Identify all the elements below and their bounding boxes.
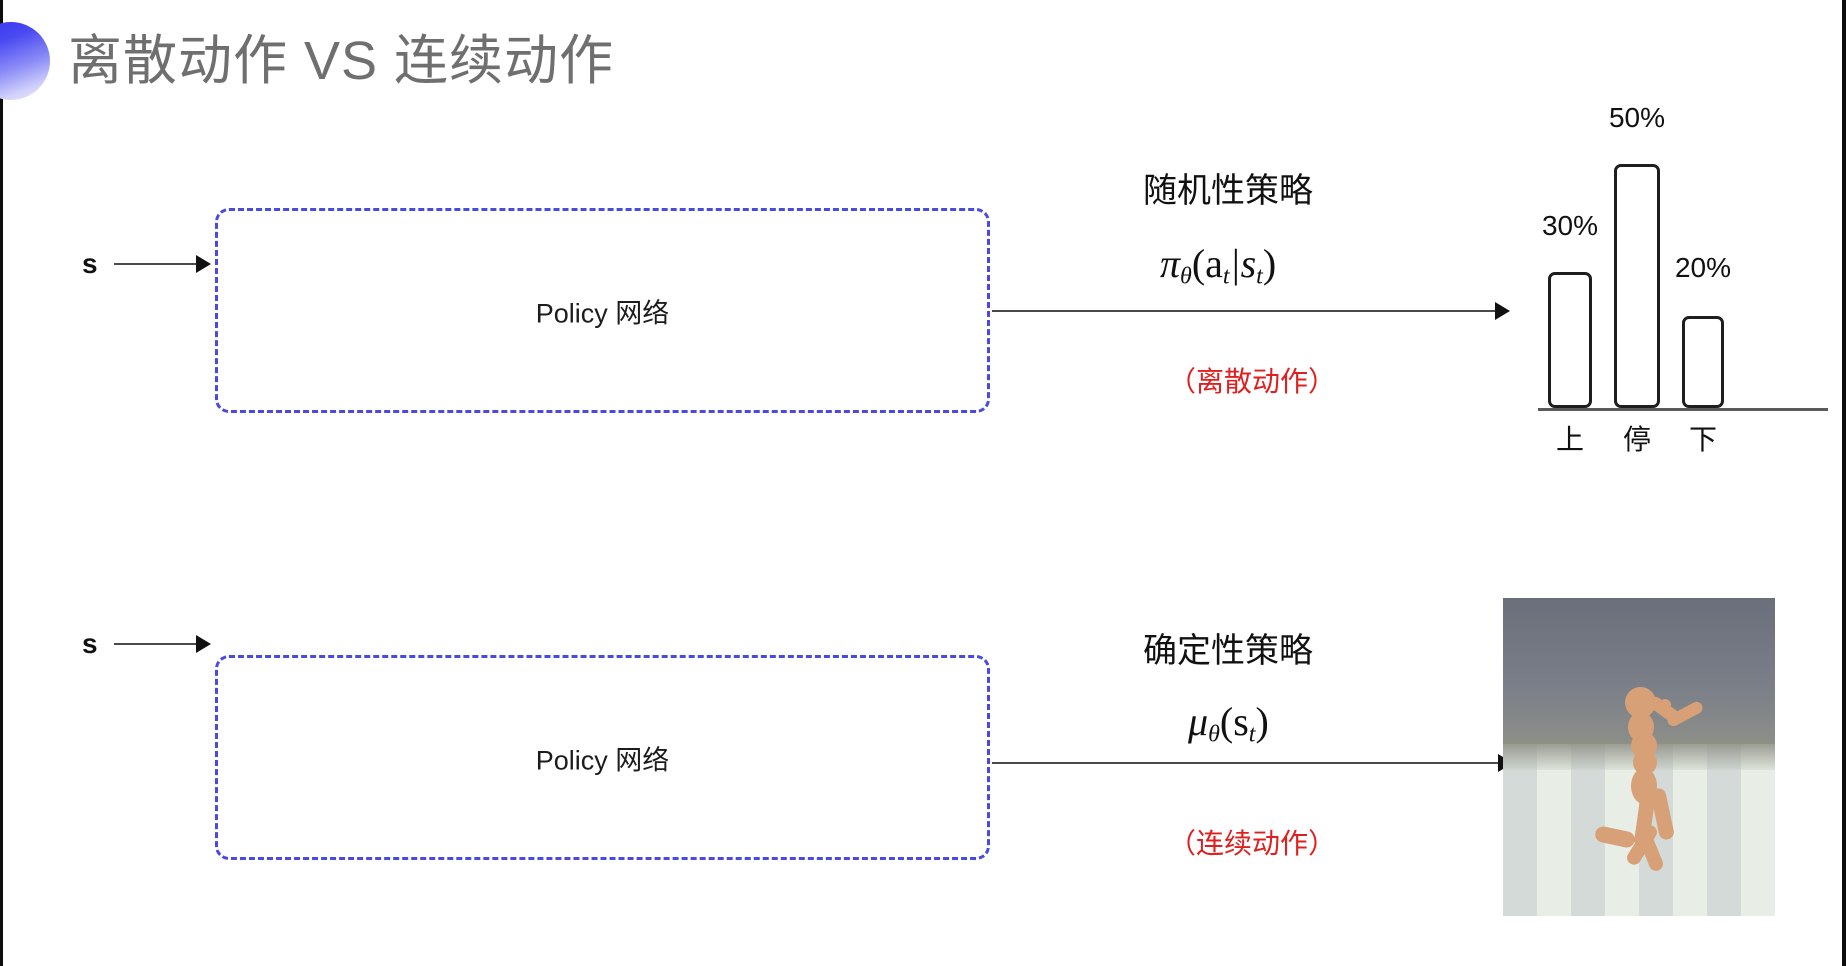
state-input-label-discrete: s <box>82 248 98 279</box>
policy-type-heading-continuous: 确定性策略 <box>1143 632 1313 670</box>
output-arrow-head-discrete <box>1495 302 1510 320</box>
state-arrow-head-continuous <box>196 635 211 653</box>
page-title: 离散动作 VS 连续动作 <box>68 31 615 91</box>
bar-up <box>1548 272 1592 408</box>
video-frame-left-edge <box>0 0 3 966</box>
policy-network-label-discrete: Policy 网络 <box>535 298 670 328</box>
policy-network-box-continuous[interactable]: Policy 网络 <box>215 655 990 860</box>
formula-st-subscript-2: t <box>1248 721 1256 748</box>
formula-theta-subscript-2: θ <box>1208 721 1220 748</box>
humanoid-hand <box>1659 699 1671 711</box>
bar-category-down: 下 <box>1688 424 1717 455</box>
state-input-label-continuous: s <box>82 628 98 659</box>
formula-open-args-2: (s <box>1219 699 1249 744</box>
formula-pi-symbol: π <box>1160 241 1181 286</box>
title-decoration-circle-icon <box>0 22 50 100</box>
output-arrow-line-continuous <box>992 762 1500 764</box>
chart-baseline-axis <box>1538 408 1828 411</box>
bar-down <box>1682 316 1724 408</box>
formula-close-paren: ) <box>1262 241 1277 286</box>
formula-st-subscript: t <box>1256 263 1263 290</box>
formula-close-paren-2: ) <box>1255 699 1269 744</box>
state-arrow-line-discrete <box>114 263 198 265</box>
output-arrow-line-discrete <box>992 310 1497 312</box>
bar-value-down: 20% <box>1674 252 1732 283</box>
policy-formula-continuous: μθ(st) <box>1188 698 1269 749</box>
policy-formula-discrete: πθ(at|st) <box>1160 240 1276 291</box>
action-type-note-continuous: （连续动作） <box>1168 828 1337 859</box>
bar-value-stop: 50% <box>1608 102 1666 133</box>
video-frame-right-edge <box>1842 0 1846 966</box>
formula-at-subscript: t <box>1222 263 1230 290</box>
state-arrow-head-discrete <box>196 255 211 273</box>
policy-network-box-discrete[interactable]: Policy 网络 <box>215 208 990 413</box>
state-arrow-line-continuous <box>114 643 198 645</box>
bar-category-stop: 停 <box>1622 424 1651 455</box>
formula-separator: |s <box>1229 241 1257 286</box>
action-type-note-discrete: （离散动作） <box>1168 366 1337 397</box>
formula-open-args: (a <box>1191 241 1223 286</box>
action-probability-bar-chart: 30% 上 50% 停 20% 下 <box>1490 100 1830 455</box>
bar-category-up: 上 <box>1555 424 1584 455</box>
bar-value-up: 30% <box>1541 210 1599 241</box>
bar-stop <box>1614 164 1660 408</box>
formula-theta-subscript: θ <box>1180 263 1192 290</box>
policy-type-heading-discrete: 随机性策略 <box>1143 172 1313 210</box>
formula-mu-symbol: μ <box>1188 699 1209 744</box>
policy-network-label-continuous: Policy 网络 <box>535 745 670 775</box>
humanoid-simulation-figure <box>1503 598 1775 916</box>
